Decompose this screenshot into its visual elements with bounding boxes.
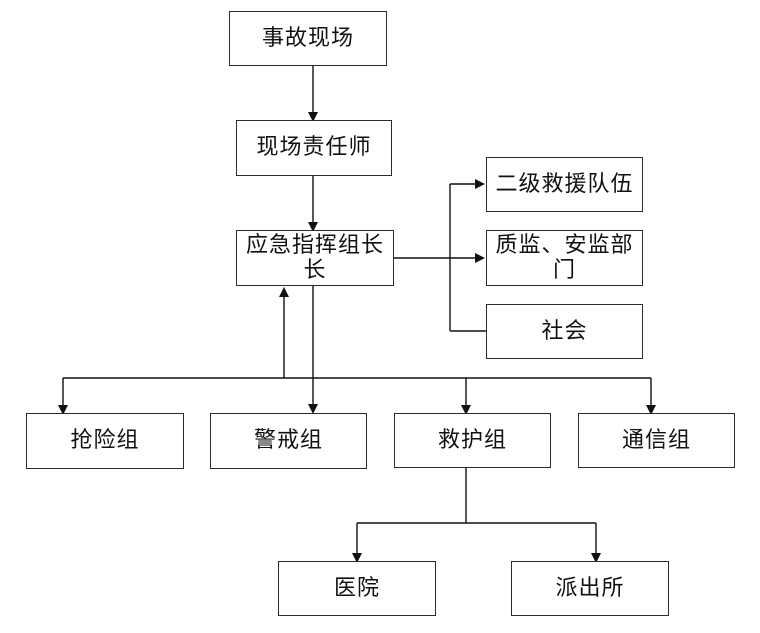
node-communication-group-label: 通信组 <box>621 427 691 453</box>
node-medical-rescue-group: 救护组 <box>394 413 551 468</box>
node-site-responsible-label: 现场责任师 <box>256 135 372 161</box>
node-police-station-label: 派出所 <box>555 575 625 601</box>
node-emergency-commander-label: 应急指挥组长长 <box>245 232 384 283</box>
node-hospital-label: 医院 <box>333 575 380 601</box>
node-society: 社会 <box>486 304 643 359</box>
node-hospital: 医院 <box>278 561 436 616</box>
node-society-label: 社会 <box>541 318 588 344</box>
node-medical-rescue-group-label: 救护组 <box>437 427 507 453</box>
node-rescue-team-level2: 二级救援队伍 <box>486 157 643 212</box>
node-quality-safety-dept: 质监、安监部门 <box>486 230 643 286</box>
connector-lines <box>58 66 656 563</box>
node-emergency-commander: 应急指挥组长长 <box>236 230 394 286</box>
node-security-group: 警戒组 <box>210 413 367 469</box>
node-site-responsible: 现场责任师 <box>236 120 392 176</box>
node-security-group-label: 警戒组 <box>253 428 323 454</box>
node-rescue-group: 抢险组 <box>26 413 184 469</box>
node-communication-group: 通信组 <box>578 413 735 468</box>
node-quality-safety-dept-label: 质监、安监部门 <box>495 232 634 283</box>
node-rescue-team-level2-label: 二级救援队伍 <box>495 171 634 197</box>
node-rescue-group-label: 抢险组 <box>70 428 140 454</box>
node-police-station: 派出所 <box>511 561 669 616</box>
node-accident-scene-label: 事故现场 <box>261 25 354 51</box>
node-accident-scene: 事故现场 <box>229 11 387 66</box>
